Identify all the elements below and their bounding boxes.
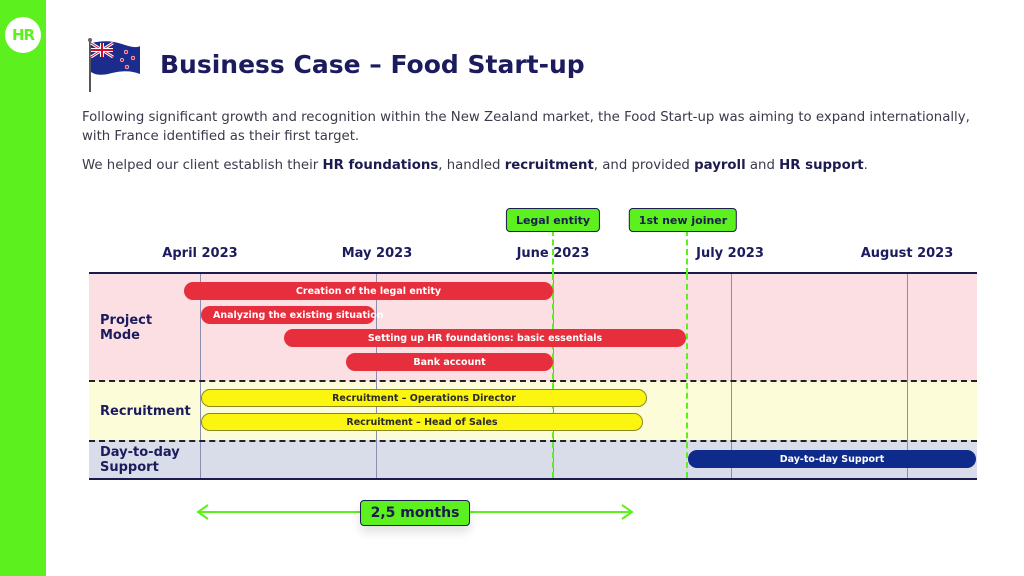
intro-text: , handled: [438, 158, 505, 173]
task-bar-recruit-ops-director: Recruitment – Operations Director: [201, 389, 647, 407]
month-label: July 2023: [696, 246, 764, 261]
row-divider: [89, 440, 977, 442]
milestone-line-first-joiner: [686, 274, 688, 478]
intro-paragraph-1: Following significant growth and recogni…: [82, 110, 970, 144]
task-bar-bank-account: Bank account: [346, 353, 553, 371]
task-bar-analysis: Analyzing the existing situation: [201, 306, 384, 324]
month-gridline: [376, 274, 377, 478]
milestone-line-legal-entity: [552, 274, 554, 478]
row-divider: [89, 380, 977, 382]
milestone-legal-entity: Legal entity: [505, 208, 601, 232]
milestone-connector: [686, 230, 688, 274]
intro-text: and: [745, 158, 780, 173]
logo-text: HR: [11, 26, 35, 44]
timeline-top-border: [89, 272, 977, 274]
milestone-first-joiner: 1st new joiner: [628, 208, 738, 232]
month-gridline: [200, 274, 201, 478]
row-label-support: Day-to-day Support: [100, 445, 180, 475]
milestone-connector: [552, 230, 554, 274]
task-bar-day-to-day-support: Day-to-day Support: [688, 450, 976, 468]
highlight-hr-support: HR support: [779, 158, 864, 173]
row-label-recruitment: Recruitment: [100, 404, 191, 419]
highlight-hr-foundations: HR foundations: [322, 158, 439, 173]
timeline-bottom-border: [89, 478, 977, 480]
row-label-project-mode: Project Mode: [100, 313, 153, 343]
month-label: May 2023: [341, 246, 413, 261]
month-label: August 2023: [860, 246, 954, 261]
task-bar-hr-foundations: Setting up HR foundations: basic essenti…: [284, 329, 686, 347]
month-label: April 2023: [162, 246, 238, 261]
task-bar-recruit-head-sales: Recruitment – Head of Sales: [201, 413, 643, 431]
page-title: Business Case – Food Start-up: [160, 50, 585, 79]
new-zealand-flag-icon: [88, 38, 140, 92]
hr-logo-icon: HR: [5, 17, 41, 53]
intro-text: We helped our client establish their: [82, 158, 323, 173]
duration-label: 2,5 months: [360, 500, 470, 526]
month-gridline: [731, 274, 732, 478]
intro-text: , and provided: [593, 158, 695, 173]
highlight-payroll: payroll: [694, 158, 746, 173]
intro-text: .: [863, 158, 868, 173]
task-bar-legal-entity: Creation of the legal entity: [184, 282, 553, 300]
highlight-recruitment: recruitment: [504, 158, 594, 173]
intro-paragraph-2: We helped our client establish their HR …: [82, 156, 982, 175]
sidebar-strip: [0, 0, 46, 576]
month-gridline: [907, 274, 908, 478]
